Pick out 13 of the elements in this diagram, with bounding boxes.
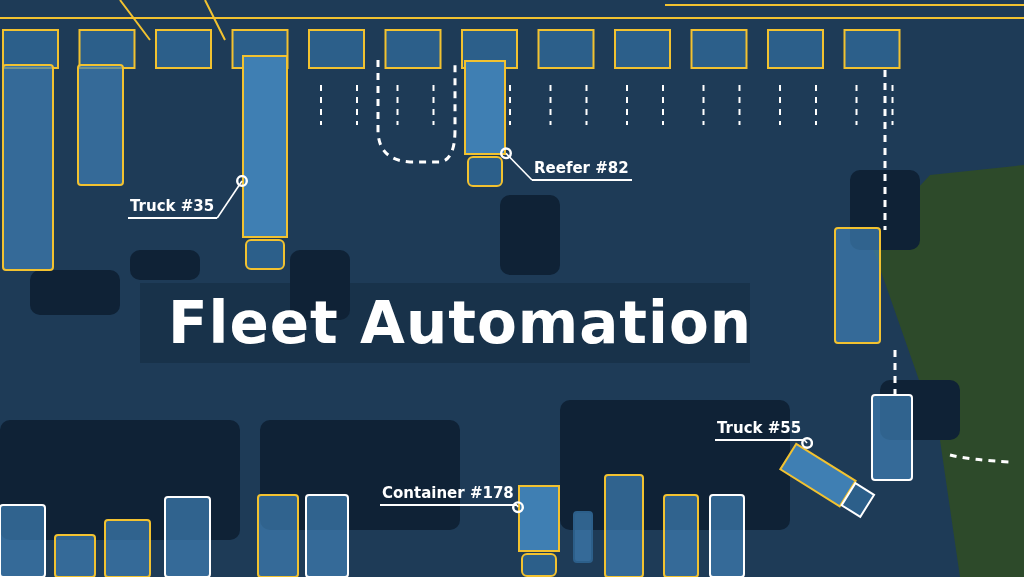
leader-line bbox=[216, 174, 248, 219]
vehicle-label: Truck #55 bbox=[715, 419, 805, 441]
truck-outline bbox=[464, 60, 506, 187]
truck-outline bbox=[242, 55, 288, 270]
truck-outline bbox=[518, 485, 560, 577]
vehicle-label: Truck #35 bbox=[128, 197, 218, 219]
leader-line bbox=[500, 147, 533, 181]
vehicle-label: Reefer #82 bbox=[532, 159, 632, 181]
truck-outline bbox=[782, 443, 876, 521]
leader-line bbox=[801, 437, 814, 449]
leader-line bbox=[512, 501, 524, 514]
vehicle-label: Container #178 bbox=[380, 484, 517, 506]
title: Fleet Automation bbox=[166, 288, 754, 359]
